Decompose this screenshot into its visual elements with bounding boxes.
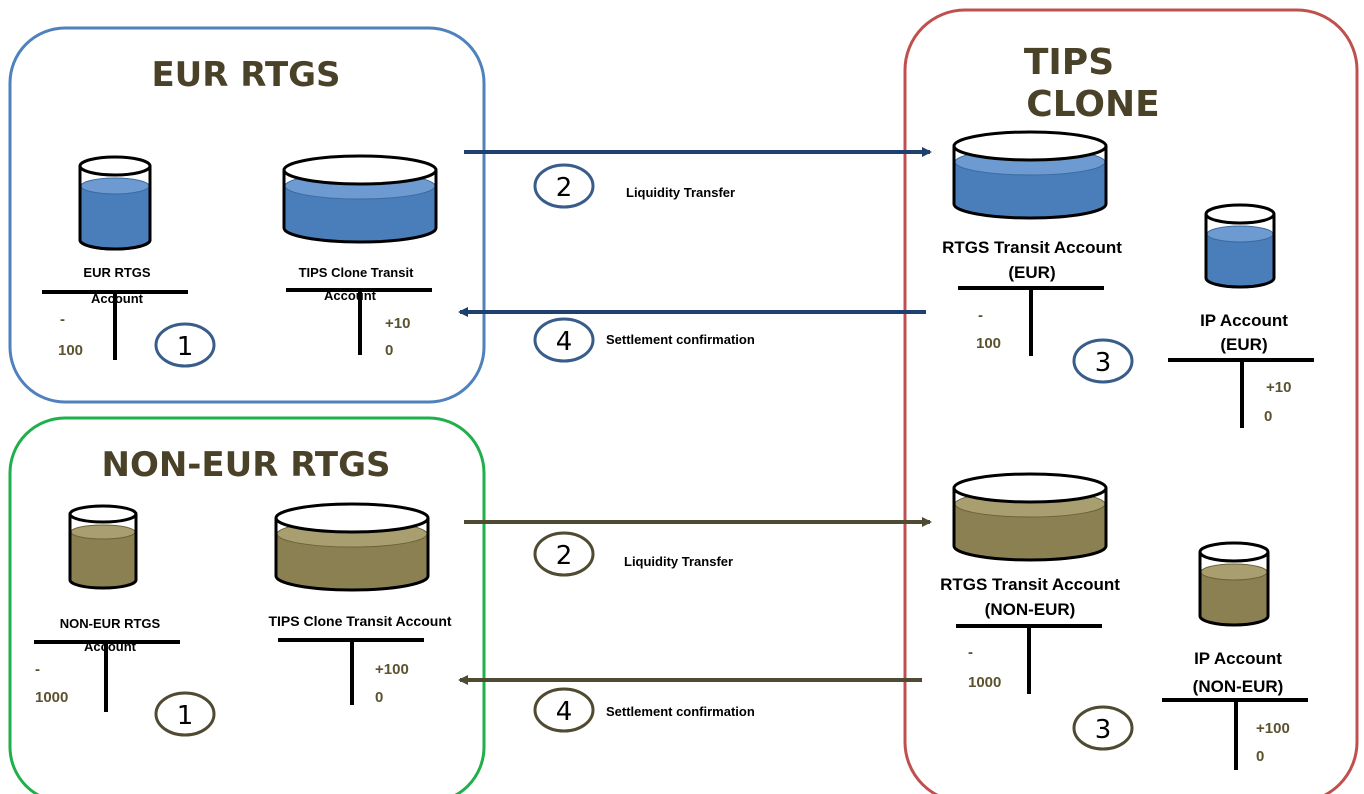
tips-noneur-transit-label: RTGS Transit Account [940,575,1120,594]
eur-confirm-label: Settlement confirmation [606,332,755,347]
cylinder-icon [1204,203,1276,289]
svg-text:4: 4 [556,697,573,727]
noneur-transit-credit-value: 0 [375,689,383,706]
eur-rtgs-box: EUR RTGS EUR RTGS Account - 100 1 [8,26,486,404]
cylinder-icon [274,502,430,592]
noneur-rtgs-box: NON-EUR RTGS NON-EUR RTGS Account - 1000… [8,416,486,794]
svg-text:2: 2 [556,541,573,571]
tips-noneur-transit-debit: - [968,644,973,661]
svg-text:2: 2 [556,173,573,203]
t-account [956,624,1102,694]
svg-text:3: 3 [1095,715,1112,745]
tips-eur-ip-label-line2: (EUR) [1220,335,1267,354]
step-badge: 1 [154,691,216,737]
step-badge: 1 [154,322,216,368]
tips-noneur-ip-credit: +100 [1256,720,1290,737]
noneur-settlement-confirmation-flow: 4 Settlement confirmation [458,675,922,733]
cylinder-icon [952,130,1108,220]
tips-noneur-ip-label: IP Account [1194,649,1282,668]
eur-rtgs-debit-value: 100 [58,342,83,359]
cylinder-icon [952,472,1108,562]
eur-transfer-label: Liquidity Transfer [626,185,735,200]
noneur-account-debit: - [35,661,40,678]
noneur-account-label: NON-EUR RTGS [60,616,161,631]
t-account [278,638,424,705]
t-account [286,288,432,355]
tips-noneur-transit-label-line2: (NON-EUR) [985,600,1076,619]
noneur-transfer-label: Liquidity Transfer [624,554,733,569]
noneur-rtgs-border [8,416,486,794]
eur-transit-credit-value: 0 [385,342,393,359]
noneur-liquidity-transfer-flow: 2 Liquidity Transfer [464,517,932,577]
eur-rtgs-title: EUR RTGS [151,55,340,95]
eur-rtgs-border [8,26,486,404]
cylinder-icon [78,155,152,251]
tips-eur-transit-label-line2: (EUR) [1008,263,1055,282]
cylinder-icon [282,154,438,244]
eur-settlement-confirmation-flow: 4 Settlement confirmation [458,307,926,363]
tips-clone-title-line2: CLONE [1026,84,1159,125]
tips-clone-box: TIPS CLONE RTGS Transit Account (EUR) - … [903,8,1359,794]
eur-rtgs-debit: - [60,311,65,328]
step-badge: 3 [1072,338,1134,384]
cylinder-icon [1198,541,1270,627]
step-badge: 3 [1072,705,1134,751]
tips-eur-ip-credit-value: 0 [1264,408,1272,425]
noneur-transit-credit: +100 [375,661,409,678]
tips-eur-transit-debit: - [978,307,983,324]
eur-liquidity-transfer-flow: 2 Liquidity Transfer [464,147,932,209]
step-badge: 2 [533,163,595,209]
tips-noneur-ip-credit-value: 0 [1256,748,1264,765]
cylinder-icon [68,504,138,590]
t-account [42,290,188,360]
svg-text:1: 1 [177,332,194,362]
noneur-transit-label: TIPS Clone Transit Account [268,613,451,629]
tips-noneur-transit-debit-value: 1000 [968,674,1001,691]
eur-rtgs-account-label: EUR RTGS [83,265,151,280]
step-badge: 2 [533,531,595,577]
step-badge: 4 [533,687,595,733]
noneur-account-debit-value: 1000 [35,689,68,706]
noneur-rtgs-title: NON-EUR RTGS [101,445,390,485]
tips-eur-ip-label: IP Account [1200,311,1288,330]
svg-text:3: 3 [1095,348,1112,378]
t-account [34,640,180,712]
tips-noneur-ip-label-line2: (NON-EUR) [1193,677,1284,696]
tips-eur-ip-credit: +10 [1266,379,1291,396]
step-badge: 4 [533,317,595,363]
tips-eur-transit-label: RTGS Transit Account [942,238,1122,257]
svg-text:4: 4 [556,327,573,357]
tips-clone-border [903,8,1359,794]
tips-eur-transit-debit-value: 100 [976,335,1001,352]
svg-text:1: 1 [177,701,194,731]
noneur-confirm-label: Settlement confirmation [606,704,755,719]
t-account [1162,698,1308,770]
eur-transit-credit: +10 [385,315,410,332]
t-account [1168,358,1314,428]
eur-transit-label: TIPS Clone Transit [299,265,415,280]
tips-clone-title: TIPS [1024,42,1114,83]
eur-rtgs-account-label-line2: Account [91,291,144,306]
t-account [958,286,1104,356]
